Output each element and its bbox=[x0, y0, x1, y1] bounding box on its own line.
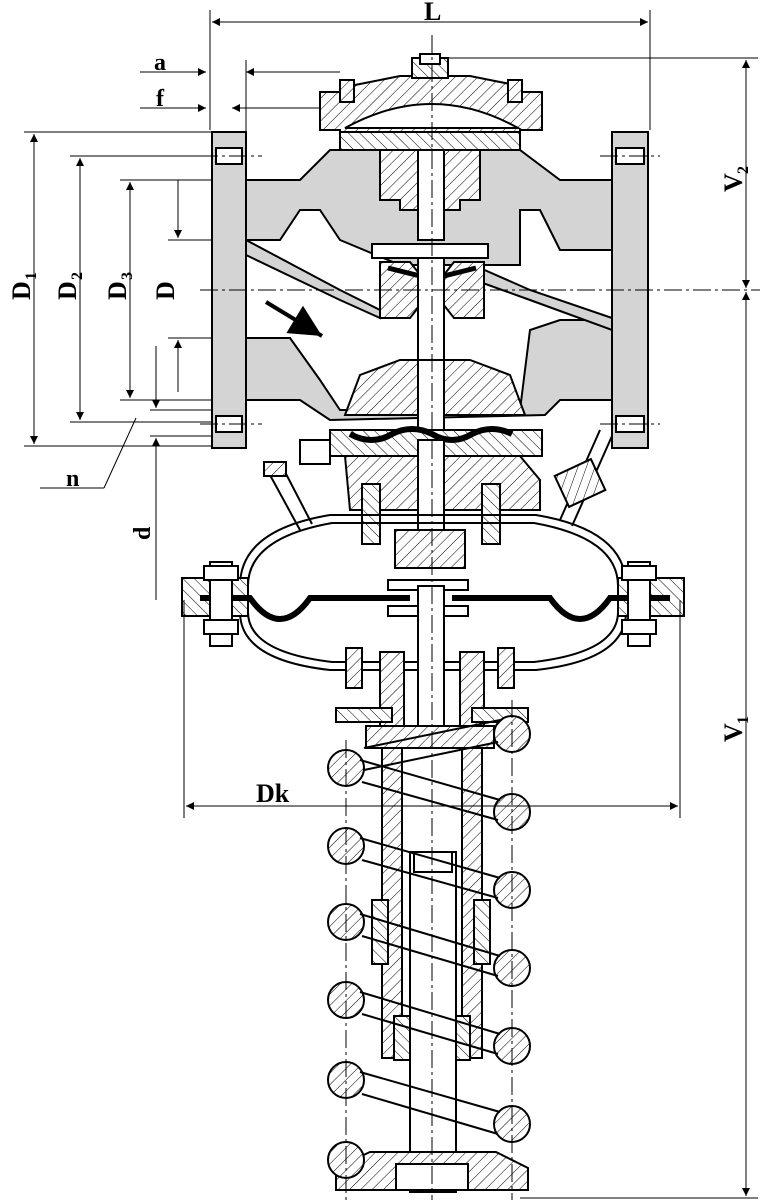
label-V2-sub: 2 bbox=[735, 166, 752, 174]
spring-assembly bbox=[327, 651, 531, 1193]
dimension-labels: L a f D 1 D 2 D 3 D n d V 2 V 1 Dk bbox=[7, 0, 752, 808]
label-L: L bbox=[424, 0, 441, 26]
label-f: f bbox=[156, 86, 165, 112]
flow-arrow bbox=[264, 300, 324, 338]
label-V1: V bbox=[719, 723, 748, 742]
center-lines bbox=[200, 35, 760, 1200]
bonnet bbox=[319, 53, 543, 241]
label-D3-sub: 3 bbox=[119, 272, 136, 280]
label-Dk: Dk bbox=[256, 779, 290, 808]
spring-coils bbox=[327, 715, 531, 1179]
label-D3: D bbox=[103, 281, 132, 300]
label-d: d bbox=[130, 526, 156, 540]
label-D2-sub: 2 bbox=[69, 272, 86, 280]
label-V2: V bbox=[719, 173, 748, 192]
label-D1-sub: 1 bbox=[23, 272, 40, 280]
label-D2: D bbox=[53, 281, 82, 300]
label-D: D bbox=[151, 281, 180, 300]
pilot-fittings bbox=[263, 429, 613, 531]
label-n: n bbox=[66, 466, 79, 492]
label-a: a bbox=[154, 50, 166, 76]
dimension-lines bbox=[24, 10, 758, 1199]
label-V1-sub: 1 bbox=[735, 716, 752, 724]
label-D1: D bbox=[7, 281, 36, 300]
stuffing-box bbox=[299, 359, 543, 569]
